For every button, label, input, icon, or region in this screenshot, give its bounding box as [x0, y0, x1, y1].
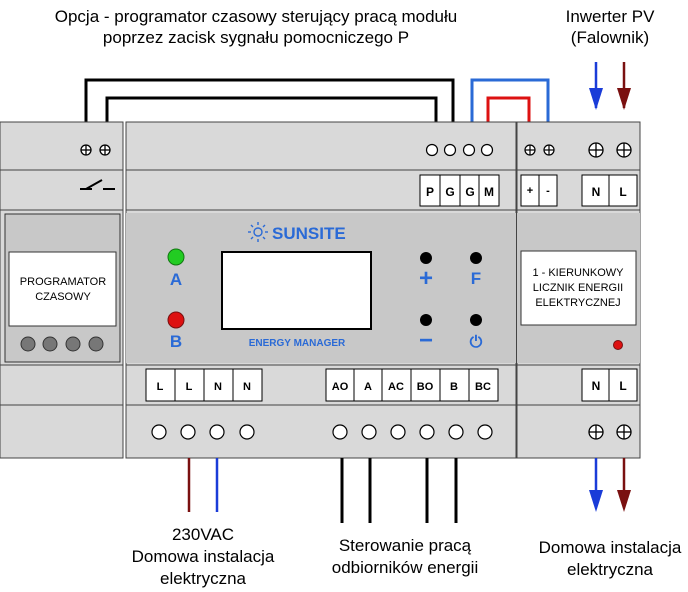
led-b-label: B [170, 332, 182, 351]
led-a-label: A [170, 270, 182, 289]
timer-terminal-screws[interactable] [80, 144, 111, 156]
em-top-terminal-m: M [484, 185, 494, 199]
meter-top-small-terminal-boxes [520, 174, 558, 207]
inverter-caption-line1: Inwerter PV [566, 7, 655, 26]
timer-module [0, 121, 124, 459]
meter-module [516, 121, 641, 459]
em-bottom-terminal-l2: L [186, 381, 193, 393]
meter-label-line2: LICZNIK ENERGII [533, 282, 623, 294]
em-top-terminal-g2: G [465, 185, 474, 199]
em-top-terminal-g1: G [445, 185, 454, 199]
supply-caption-line3: elektryczna [160, 569, 247, 588]
meter-top-small-terminal-plus: + [527, 185, 533, 197]
meter-label-line1: 1 - KIERUNKOWY [532, 267, 624, 279]
plus-button[interactable] [420, 252, 432, 264]
meter-led-icon [613, 340, 623, 350]
em-top-terminal-boxes [419, 174, 500, 207]
control-caption-line1: Sterowanie pracą [339, 536, 472, 555]
em-bottom-terminal-ao: AO [332, 381, 349, 393]
em-bottom-terminal-l1: L [157, 381, 164, 393]
top-option-caption-line2: poprzez zacisk sygnału pomocniczego P [103, 28, 409, 47]
em-bottom-terminal-n2: N [243, 381, 251, 393]
minus-button[interactable] [420, 314, 432, 326]
meter-top-terminal-boxes [581, 174, 638, 207]
em-bottom-screws[interactable] [151, 424, 493, 440]
inverter-caption-line2: (Falownik) [571, 28, 649, 47]
em-bottom-terminal-bo: BO [417, 381, 434, 393]
meter-top-big-screws[interactable] [588, 142, 632, 158]
em-top-screws[interactable] [425, 143, 494, 157]
em-bottom-terminal-b: B [450, 381, 458, 393]
model-name: ENERGY MANAGER [249, 338, 346, 349]
brand-name: SUNSITE [272, 224, 346, 243]
sun-logo-icon [248, 222, 268, 242]
bottom-wires [187, 458, 458, 523]
meter-bottom-terminal-l: L [619, 379, 626, 393]
meter-top-terminal-l: L [619, 185, 626, 199]
energy-manager-module [125, 121, 517, 459]
power-button[interactable] [470, 314, 482, 326]
meter-top-terminal-n: N [592, 185, 601, 199]
em-bottom-left-terminal-boxes [145, 368, 263, 402]
f-button-label: F [471, 269, 481, 288]
meter-top-small-terminal-minus: - [546, 185, 550, 197]
home-arrows [589, 458, 631, 512]
home-caption-line2: elektryczna [567, 560, 654, 579]
supply-caption-line1: 230VAC [172, 525, 234, 544]
meter-top-small-screws[interactable] [524, 144, 555, 156]
power-button-label: ⏻ [470, 334, 483, 351]
em-bottom-right-terminal-boxes [325, 368, 499, 402]
control-caption-line2: odbiorników energii [332, 558, 478, 577]
led-b-icon [167, 311, 185, 329]
em-bottom-terminal-n1: N [214, 381, 222, 393]
em-top-terminal-p: P [426, 185, 434, 199]
lcd-display [221, 251, 372, 330]
em-bottom-terminal-bc: BC [475, 381, 491, 393]
top-option-caption-line1: Opcja - programator czasowy sterujący pr… [55, 7, 458, 26]
meter-bottom-terminal-n: N [592, 379, 601, 393]
minus-button-label: − [419, 327, 433, 354]
meter-bottom-big-screws[interactable] [588, 424, 632, 440]
plus-button-label: + [419, 265, 433, 292]
meter-label-line3: ELEKTRYCZNEJ [535, 297, 620, 309]
timer-buttons[interactable] [20, 336, 104, 352]
home-caption-line1: Domowa instalacja [539, 538, 682, 557]
meter-bottom-terminal-boxes [581, 368, 638, 402]
f-button[interactable] [470, 252, 482, 264]
timer-label-line1: PROGRAMATOR [20, 276, 106, 288]
blue-loop-wire [470, 78, 550, 148]
em-bottom-terminal-ac: AC [388, 381, 404, 393]
supply-caption-line2: Domowa instalacja [132, 547, 275, 566]
switch-icon [80, 179, 115, 190]
led-a-icon [167, 248, 185, 266]
em-bottom-terminal-a: A [364, 381, 372, 393]
inverter-arrows [589, 62, 631, 110]
timer-label-line2: CZASOWY [35, 291, 91, 303]
